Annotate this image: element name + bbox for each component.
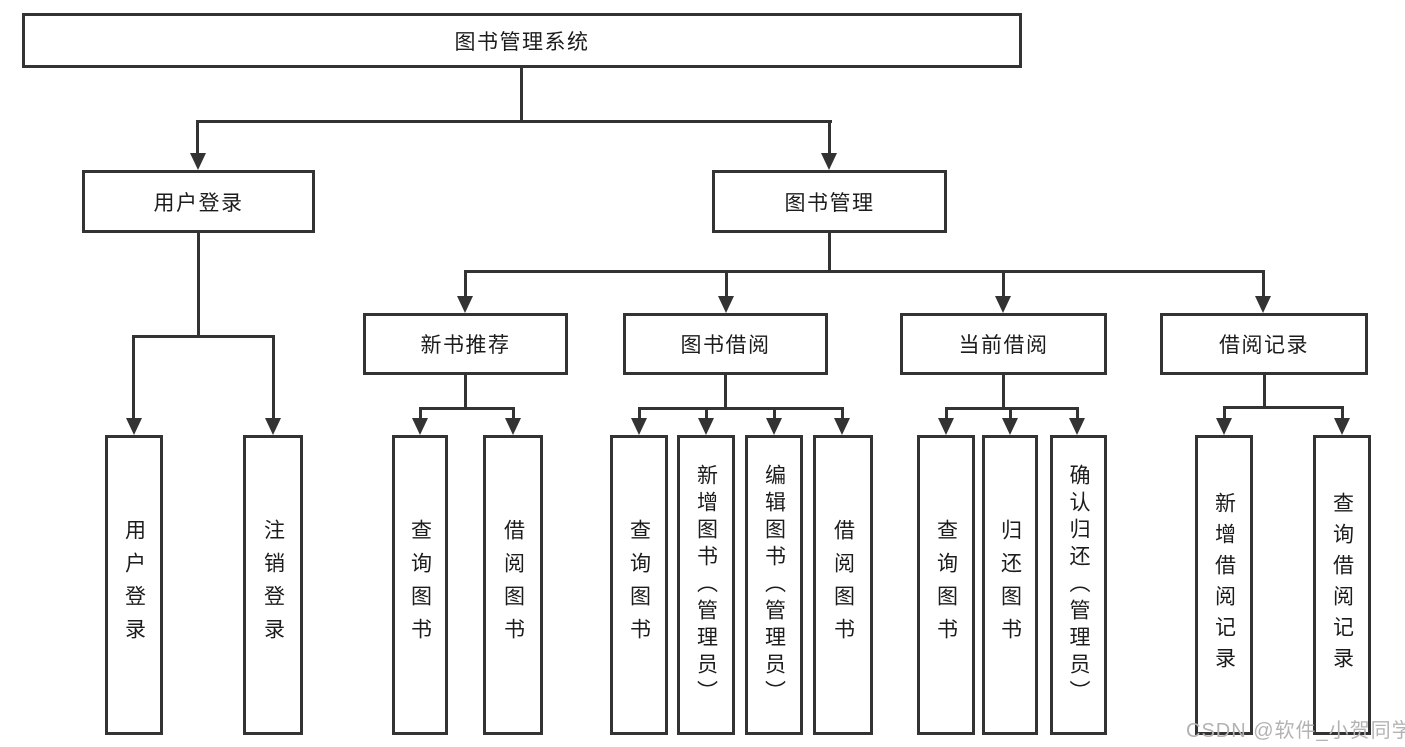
connector-line	[272, 335, 275, 420]
leaf-borrow-books-2-label: 借阅图书	[831, 519, 855, 651]
arrowhead	[834, 418, 850, 435]
connector-line	[773, 407, 776, 420]
connector-line	[705, 407, 708, 420]
arrowhead	[1069, 418, 1085, 435]
arrowhead	[938, 418, 954, 435]
node-user-login-label: 用户登录	[153, 191, 244, 215]
arrowhead	[1002, 418, 1018, 435]
node-borrow-records: 借阅记录	[1160, 313, 1368, 375]
connector-line	[464, 270, 467, 298]
connector-line	[724, 375, 727, 407]
arrowhead	[766, 418, 782, 435]
leaf-borrow-books-2: 借阅图书	[813, 435, 873, 735]
connector-line	[638, 407, 844, 410]
arrowhead	[412, 418, 428, 435]
leaf-query-books-2: 查询图书	[610, 435, 668, 735]
leaf-confirm-return-admin: 确认归还（管理员）	[1050, 435, 1107, 735]
connector-line	[1223, 406, 1343, 409]
node-root: 图书管理系统	[22, 13, 1022, 68]
leaf-return-books-label: 归还图书	[998, 519, 1022, 651]
arrowhead	[190, 153, 206, 170]
leaf-logout-label: 注销登录	[261, 519, 285, 651]
leaf-confirm-return-admin-label: 确认归还（管理员）	[1067, 463, 1090, 707]
node-current-borrow: 当前借阅	[900, 313, 1107, 375]
leaf-edit-book-admin-label: 编辑图书（管理员）	[762, 463, 786, 707]
arrowhead	[995, 296, 1011, 313]
connector-line	[464, 270, 1264, 273]
leaf-query-books-3-label: 查询图书	[934, 519, 958, 651]
watermark-text: CSDN @软件_小贺同学	[1186, 720, 1405, 742]
connector-line	[1002, 375, 1005, 407]
arrowhead	[718, 296, 734, 313]
leaf-user-login-label: 用户登录	[122, 519, 146, 651]
node-book-borrow: 图书借阅	[623, 313, 828, 375]
leaf-add-book-admin-label: 新增图书（管理员）	[694, 463, 718, 707]
arrowhead	[631, 418, 647, 435]
arrowhead	[698, 418, 714, 435]
connector-line	[132, 335, 135, 420]
connector-line	[520, 68, 523, 120]
connector-line	[945, 407, 1079, 410]
connector-line	[1002, 270, 1005, 298]
connector-line	[419, 407, 422, 420]
connector-line	[1263, 375, 1266, 406]
connector-line	[638, 407, 641, 420]
arrowhead	[457, 296, 473, 313]
connector-line	[1009, 407, 1012, 420]
node-book-management: 图书管理	[712, 170, 947, 233]
node-borrow-records-label: 借阅记录	[1219, 334, 1309, 357]
arrowhead	[265, 418, 281, 435]
leaf-borrow-books-1-label: 借阅图书	[501, 519, 525, 651]
leaf-query-books-1: 查询图书	[392, 435, 448, 735]
connector-line	[1341, 406, 1344, 420]
node-current-borrow-label: 当前借阅	[958, 334, 1049, 357]
node-user-login: 用户登录	[82, 170, 315, 233]
connector-line	[945, 407, 948, 420]
connector-line	[828, 120, 831, 155]
connector-line	[1223, 406, 1226, 420]
connector-line	[1076, 407, 1079, 420]
connector-line	[133, 335, 275, 338]
connector-line	[196, 120, 199, 155]
leaf-query-borrow-record: 查询借阅记录	[1313, 435, 1371, 735]
connector-line	[197, 233, 200, 335]
connector-line	[1262, 270, 1265, 298]
node-book-management-label: 图书管理	[784, 191, 875, 215]
arrowhead	[126, 418, 142, 435]
leaf-return-books: 归还图书	[982, 435, 1038, 735]
node-book-borrow-label: 图书借阅	[680, 334, 771, 357]
leaf-add-borrow-record-label: 新增借阅记录	[1212, 492, 1236, 678]
connector-line	[841, 407, 844, 420]
node-new-book-recommend: 新书推荐	[363, 313, 568, 375]
leaf-add-borrow-record: 新增借阅记录	[1195, 435, 1253, 735]
leaf-add-book-admin: 新增图书（管理员）	[677, 435, 735, 735]
arrowhead	[505, 418, 521, 435]
connector-line	[725, 270, 728, 298]
node-new-book-recommend-label: 新书推荐	[420, 334, 511, 357]
arrowhead	[821, 153, 837, 170]
leaf-query-books-2-label: 查询图书	[627, 519, 651, 651]
leaf-query-books-1-label: 查询图书	[408, 519, 432, 651]
leaf-edit-book-admin: 编辑图书（管理员）	[745, 435, 803, 735]
arrowhead	[1334, 418, 1350, 435]
arrowhead	[1255, 296, 1271, 313]
leaf-query-borrow-record-label: 查询借阅记录	[1330, 492, 1354, 678]
connector-line	[464, 375, 467, 407]
arrowhead	[1216, 418, 1232, 435]
leaf-query-books-3: 查询图书	[917, 435, 975, 735]
connector-line	[828, 233, 831, 270]
node-root-label: 图书管理系统	[454, 30, 590, 54]
leaf-logout: 注销登录	[243, 435, 303, 735]
connector-line	[419, 407, 515, 410]
connector-line	[512, 407, 515, 420]
connector-line	[197, 120, 832, 123]
leaf-borrow-books-1: 借阅图书	[483, 435, 543, 735]
leaf-user-login: 用户登录	[105, 435, 163, 735]
